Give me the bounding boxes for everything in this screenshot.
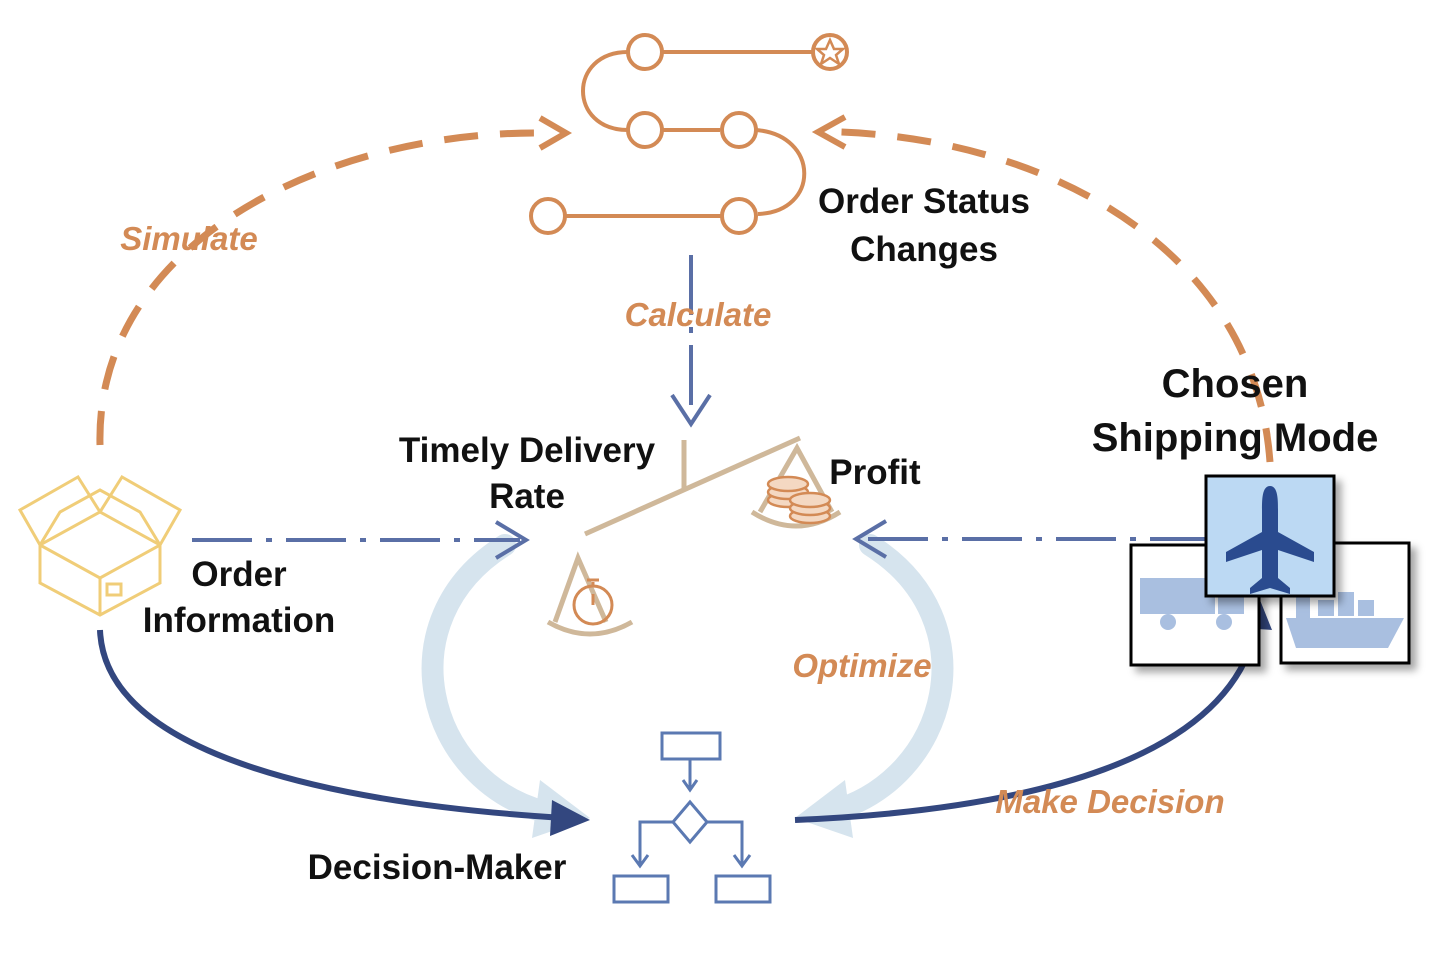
make-decision-label: Make Decision xyxy=(995,783,1224,820)
ship-tile xyxy=(1279,541,1411,665)
decision-maker-label: Decision-Maker xyxy=(308,848,567,887)
order-info-label-line1: Order xyxy=(191,555,287,594)
balance-scale-icon xyxy=(546,435,842,637)
simulate-arrowhead xyxy=(538,115,573,151)
calculate-arrow xyxy=(670,255,712,428)
simulate-arrow xyxy=(96,129,546,446)
order-to-decision-arrowhead xyxy=(550,800,590,836)
order-status-label-line1: Order Status xyxy=(818,182,1030,221)
optimize-arrowhead-right xyxy=(795,780,853,838)
optimize-label: Optimize xyxy=(792,647,931,684)
coins-icon xyxy=(766,475,832,525)
mode-to-profit-arrow xyxy=(852,519,1210,559)
timely-delivery-label-line1: Timely Delivery xyxy=(399,431,656,470)
open-box-icon xyxy=(17,474,183,617)
decision-to-mode-arrow xyxy=(794,624,1260,823)
airplane-icon xyxy=(1226,486,1314,594)
calculate-label: Calculate xyxy=(625,296,772,333)
timely-delivery-label-line2: Rate xyxy=(489,477,565,516)
stopwatch-icon xyxy=(572,578,614,626)
feedback-arrow xyxy=(839,128,1274,463)
simulate-label: Simulate xyxy=(120,220,258,257)
chosen-mode-label-line1: Chosen xyxy=(1162,362,1309,406)
route-icon xyxy=(529,33,849,235)
optimize-loop xyxy=(421,534,954,823)
order-to-decision-arrow xyxy=(97,629,566,821)
order-status-label-line2: Changes xyxy=(850,230,998,269)
profit-label: Profit xyxy=(829,453,921,492)
order-to-rate-arrow xyxy=(192,520,530,560)
airplane-tile xyxy=(1204,474,1336,598)
goal-star-icon xyxy=(811,33,849,71)
chosen-mode-label-line2: Shipping Mode xyxy=(1092,416,1379,460)
order-info-label-line2: Information xyxy=(143,601,335,640)
feedback-arrowhead xyxy=(811,114,847,150)
flowchart-icon xyxy=(612,731,772,904)
